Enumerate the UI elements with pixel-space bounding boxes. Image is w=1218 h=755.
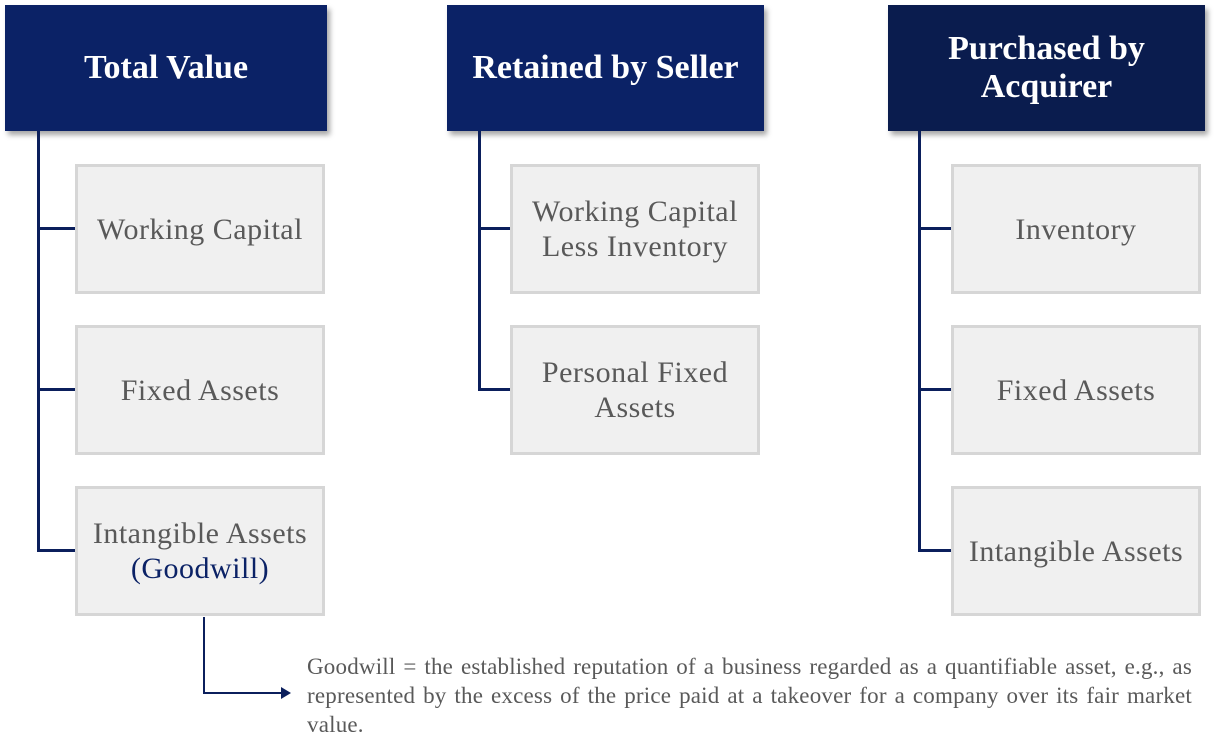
inventory-box: Inventory [951, 164, 1201, 294]
goodwill-arrow-stem [203, 617, 205, 694]
arrow-right-icon [281, 687, 291, 699]
purchased-connector-branch [918, 388, 952, 391]
working-capital-less-inventory-label: Working Capital Less Inventory [532, 195, 738, 263]
personal-fixed-assets-label: Personal Fixed Assets [541, 356, 729, 424]
goodwill-arrow-shaft [203, 692, 283, 694]
retained-connector-branch [478, 388, 510, 391]
retained-connector-trunk [478, 131, 481, 391]
working-capital-label: Working Capital [97, 212, 303, 246]
retained-by-seller-header: Retained by Seller [447, 5, 764, 131]
inventory-label: Inventory [1015, 212, 1137, 246]
purchased-by-acquirer-header: Purchased by Acquirer [888, 5, 1205, 131]
goodwill-label: (Goodwill) [130, 552, 270, 585]
total-value-title: Total Value [83, 49, 249, 86]
acquirer-fixed-assets-box: Fixed Assets [951, 325, 1201, 455]
acquirer-intangible-assets-box: Intangible Assets [951, 486, 1201, 616]
total-value-connector-branch [37, 227, 75, 230]
retained-connector-branch [478, 227, 510, 230]
goodwill-definition-note: Goodwill = the established reputation of… [307, 654, 1192, 737]
personal-fixed-assets-box: Personal Fixed Assets [510, 325, 760, 455]
purchased-connector-branch [918, 227, 952, 230]
purchased-connector-trunk [918, 131, 921, 552]
acquirer-fixed-assets-label: Fixed Assets [996, 373, 1156, 407]
total-value-connector-trunk [37, 131, 40, 552]
purchased-connector-branch [918, 549, 952, 552]
intangible-assets-box: Intangible Assets (Goodwill) [75, 486, 325, 616]
total-value-connector-branch [37, 549, 75, 552]
total-value-header: Total Value [5, 5, 327, 131]
purchased-by-acquirer-title: Purchased by Acquirer [948, 30, 1145, 105]
working-capital-box: Working Capital [75, 164, 325, 294]
retained-by-seller-title: Retained by Seller [472, 49, 739, 86]
working-capital-less-inventory-box: Working Capital Less Inventory [510, 164, 760, 294]
fixed-assets-label: Fixed Assets [120, 373, 280, 407]
fixed-assets-box: Fixed Assets [75, 325, 325, 455]
intangible-assets-label: Intangible Assets [92, 517, 308, 550]
acquirer-intangible-assets-label: Intangible Assets [968, 534, 1184, 568]
total-value-connector-branch [37, 388, 75, 391]
